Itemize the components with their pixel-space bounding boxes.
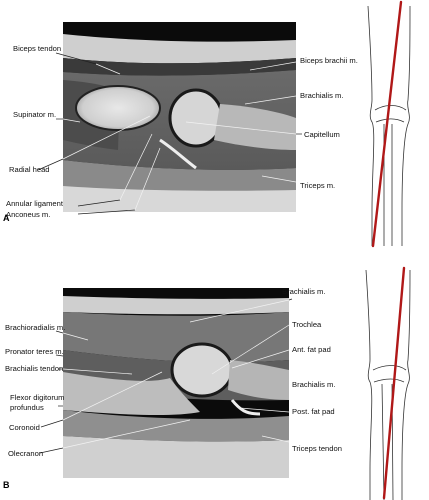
leader-lines-a [37, 52, 302, 215]
label-post-fat-pad: Post. fat pad [292, 407, 335, 416]
arm-sketch-a [367, 0, 411, 248]
mri-image-b [63, 288, 289, 478]
label-triceps-tendon: Triceps tendon [292, 444, 342, 453]
label-ant-fat-pad: Ant. fat pad [292, 345, 331, 354]
label-radial-head: Radial head [9, 165, 50, 174]
label-brachioradialis: Brachioradialis m. [5, 323, 65, 332]
panel-letter-b: B [3, 480, 10, 490]
cut-line-b [382, 266, 406, 500]
label-triceps: Triceps m. [300, 181, 335, 190]
label-brachialis: Brachialis m. [300, 91, 343, 100]
label-annular-ligament: Annular ligament [6, 199, 64, 208]
labels-a: Biceps tendon Supinator m. Radial head A… [3, 44, 358, 223]
labels-b: Brachialis m. Brachioradialis m. Pronato… [3, 287, 342, 490]
mri-image-a [63, 22, 296, 212]
cut-line-a [371, 0, 403, 248]
label-biceps-tendon: Biceps tendon [13, 44, 61, 53]
label-supinator: Supinator m. [13, 110, 56, 119]
label-brachialis-right: Brachialis m. [292, 380, 335, 389]
label-brachialis-tendon: Brachialis tendon [5, 364, 63, 373]
label-biceps-brachii: Biceps brachii m. [300, 56, 358, 65]
label-olecranon: Olecranon [8, 449, 43, 458]
label-anconeus: Anconeus m. [6, 210, 50, 219]
panel-letter-a: A [3, 213, 10, 223]
label-trochlea: Trochlea [292, 320, 322, 329]
label-brachialis-top: Brachialis m. [282, 287, 325, 296]
label-capitellum: Capitellum [304, 130, 340, 139]
label-flexor-profundus: profundus [10, 403, 44, 412]
label-flexor-digitorum: Flexor digitorum [10, 393, 64, 402]
leader-lines-b [39, 298, 293, 454]
label-coronoid: Coronoid [9, 423, 40, 432]
arm-sketch-b [365, 266, 411, 500]
label-pronator-teres: Pronator teres m. [5, 347, 64, 356]
